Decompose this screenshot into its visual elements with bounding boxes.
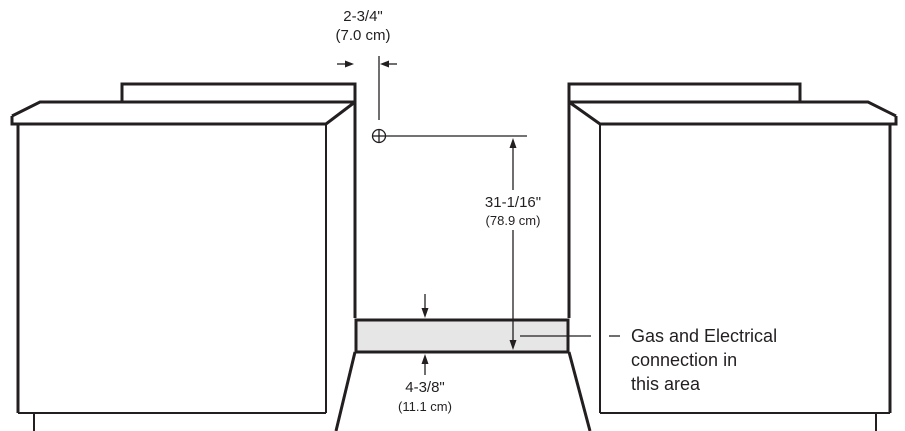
- left-lid-top: [11, 100, 355, 118]
- right-appliance: [567, 82, 898, 431]
- callout-line-2: connection in: [631, 350, 737, 370]
- callout: Gas and Electrical connection in this ar…: [520, 326, 777, 394]
- left-lid-edge: [10, 100, 356, 126]
- height-metric-label: (78.9 cm): [486, 213, 541, 228]
- left-base-slope: [334, 351, 357, 431]
- height-dimension: 31-1/16" (78.9 cm): [470, 138, 556, 350]
- area-arrow-top-head: [421, 308, 429, 318]
- height-arrow-bottom: [509, 340, 517, 350]
- area-arrow-bottom-head: [421, 354, 429, 364]
- right-backguard: [567, 82, 802, 102]
- side-gap-dimension: 2-3/4" (7.0 cm): [335, 8, 397, 120]
- gap-arrow-left-head: [345, 60, 354, 68]
- height-arrow-top: [509, 138, 517, 148]
- height-imperial-label: 31-1/16": [485, 194, 541, 211]
- callout-line-1: Gas and Electrical: [631, 326, 777, 346]
- height-label-bg: [470, 190, 556, 230]
- gap-metric-label: (7.0 cm): [335, 27, 390, 44]
- area-metric-label: (11.1 cm): [398, 399, 452, 414]
- left-backguard: [120, 82, 357, 102]
- area-height-dimension: 4-3/8" (11.1 cm): [398, 294, 452, 414]
- connection-point-marker: [371, 128, 527, 144]
- right-lid-edge: [568, 100, 898, 126]
- right-base-slope: [567, 351, 592, 431]
- gap-arrow-right-head: [380, 60, 389, 68]
- right-lid-top: [569, 100, 897, 118]
- area-imperial-label: 4-3/8": [405, 379, 445, 396]
- left-appliance: [10, 82, 357, 431]
- callout-line-3: this area: [631, 374, 701, 394]
- gap-imperial-label: 2-3/4": [343, 8, 383, 25]
